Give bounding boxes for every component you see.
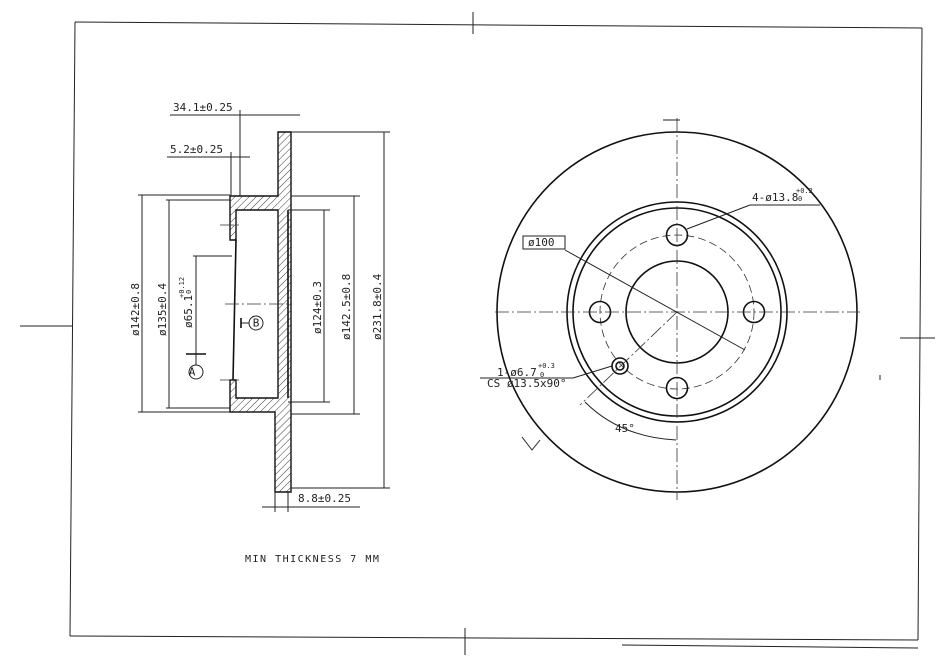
dim-rotor-thickness: 8.8±0.25 — [298, 492, 351, 505]
locating-hole-countersink — [611, 357, 629, 375]
dim-d124: ø124±0.3 — [311, 281, 324, 334]
datum-a-marker — [188, 364, 204, 380]
section-view: A B 34.1±0.25 5.2±0.25 8.8±0.25 ø142±0.8… — [129, 101, 390, 512]
dim-d142-5: ø142.5±0.8 — [340, 274, 353, 340]
dim-overall-height: 34.1±0.25 — [173, 101, 233, 114]
angle-label: 45° — [615, 422, 635, 435]
datum-b-label: B — [253, 317, 260, 330]
pcd-box — [522, 235, 566, 250]
dim-d65: ø65.1 — [182, 295, 195, 328]
dim-d65-tol-lower: 0 — [185, 290, 193, 294]
countersink-label: CS ø13.5x90° — [487, 377, 566, 390]
dim-d142: ø142±0.8 — [129, 283, 142, 336]
dim-d65-tol-upper: +0.12 — [178, 277, 186, 298]
bolt-holes-tol-upper: +0.2 — [796, 187, 813, 195]
locating-hole-tol-lower: 0 — [540, 371, 544, 379]
dim-d231-8: ø231.8±0.4 — [371, 273, 384, 340]
locating-hole-label: 1-ø6.7 — [497, 366, 537, 379]
locating-hole-tol-upper: +0.3 — [538, 362, 555, 370]
locating-hole — [615, 361, 625, 371]
front-view: ø100 4-ø13.8 +0.2 0 1-ø6.7 +0.3 0 CS ø13… — [480, 118, 881, 500]
datum-a-label: A — [189, 366, 196, 379]
section-hatch — [229, 131, 292, 493]
datum-b-marker — [248, 315, 264, 331]
dim-hat-thickness: 5.2±0.25 — [170, 143, 223, 156]
min-thickness-note: MIN THICKNESS 7 MM — [245, 554, 380, 565]
drawing-frame — [20, 12, 935, 655]
dim-d135: ø135±0.4 — [156, 283, 169, 336]
bolt-pcd-label: ø100 — [528, 236, 555, 249]
bolt-holes-tol-lower: 0 — [798, 195, 802, 203]
bolt-holes-label: 4-ø13.8 — [752, 191, 798, 204]
